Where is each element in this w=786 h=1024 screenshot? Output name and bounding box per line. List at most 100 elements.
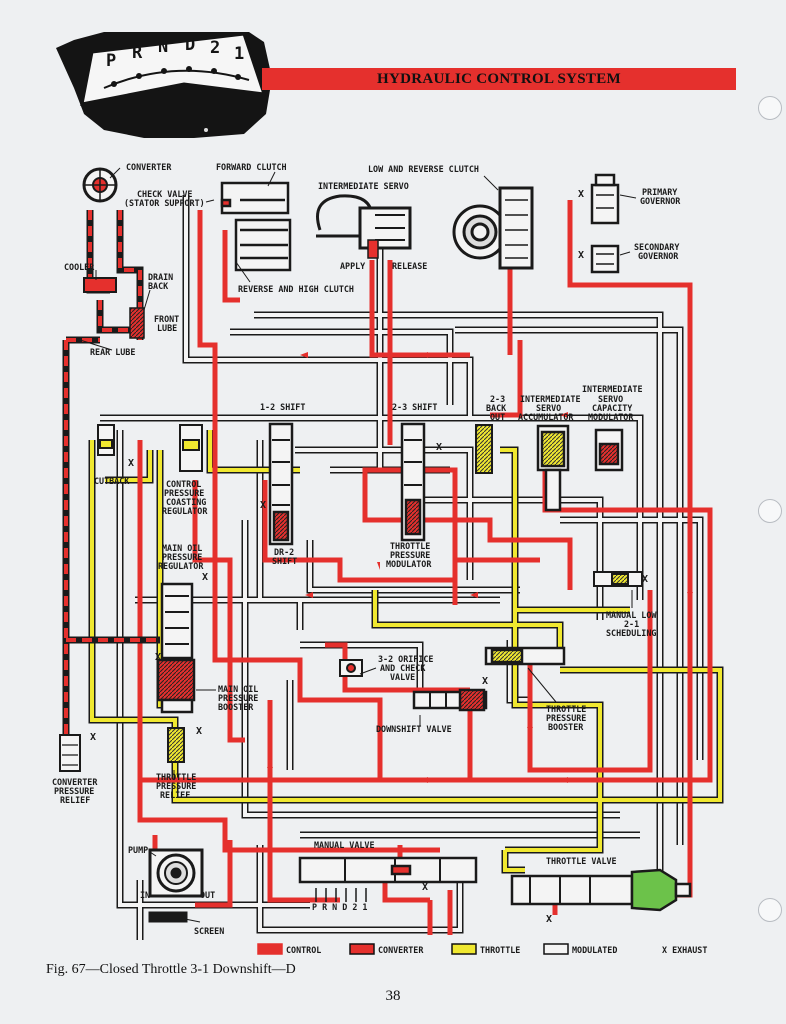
label-int-servo-acc-2: SERVO [536,403,561,413]
legend-exhaust: X EXHAUST [662,945,707,955]
binder-hole-top [758,96,782,120]
forward-clutch-assembly [220,181,292,272]
label-rear-lube: REAR LUBE [90,347,135,357]
figure-caption: Fig. 67—Closed Throttle 3-1 Downshift—D [46,962,296,977]
label-dr2-2: SHIFT [272,556,297,566]
selector-letter-1: 1 [234,44,244,64]
cutback-valve [97,424,115,456]
legend-label: MODULATED [572,945,617,955]
banner-bar [262,68,736,90]
label-mopr-2: PRESSURE [162,552,202,562]
control-pressure-coasting-regulator [179,424,203,472]
label-secondary-governor-2: GOVERNOR [638,251,679,261]
legend-swatch [257,943,283,955]
selector-letter-2: 2 [210,38,220,58]
throttle-valve [510,868,692,912]
gear-selector-emblem: P R N D 2 1 [56,32,272,138]
exhaust-x: X [155,652,161,663]
label-dr2-1: DR-2 [274,547,294,557]
label-cooler: COOLER [64,262,95,272]
label-int-servo-cap-2: SERVO [598,394,623,404]
selector-letter-d: D [185,35,195,55]
label-int-servo-cap-1: INTERMEDIATE [582,384,643,394]
legend-swatch [451,943,477,955]
selector-dial [80,32,267,106]
converter-pressure-relief-valve [59,734,81,772]
label-reverse-high-clutch: REVERSE AND HIGH CLUTCH [238,284,354,294]
label-cpcr-3: COASTING [166,497,206,507]
low-reverse-clutch-assembly [452,186,534,270]
oil-pump [148,848,204,923]
legend-swatch [349,943,375,955]
torque-converter-symbol [82,167,118,203]
legend-label: THROTTLE [480,945,520,955]
label-stator-support: (STATOR SUPPORT) [124,198,205,208]
selector-letter-p: P [106,51,116,71]
backout-valve-2-3 [475,424,493,474]
legend-item-throttle: THROTTLE [451,943,520,955]
label-tpm-2: PRESSURE [390,550,430,560]
exhaust-x: X [642,574,648,585]
label-downshift-valve: DOWNSHIFT VALVE [376,724,452,734]
exhaust-x: X [482,676,488,687]
exhaust-x: X [578,250,584,261]
label-orifice-1: 3-2 ORIFICE [378,654,433,664]
intermediate-servo-capacity-modulator [594,428,624,472]
selector-ticks [111,66,241,87]
exhaust-marks: X X X X X X X X X X X X X [90,189,648,925]
label-tpm-3: MODULATOR [386,559,432,569]
label-tpr-3: RELIEF [160,790,190,800]
main-oil-pressure-regulator [156,582,196,714]
downshift-valve [412,688,488,712]
selector-pin [204,128,208,132]
label-backout-3: OUT [490,412,505,422]
label-backout-2: BACK [486,403,507,413]
label-front-lube-2: LUBE [157,323,177,333]
label-pump: PUMP [128,845,148,855]
manual-low-scheduling-valve [593,571,643,587]
legend-item-converter: CONVERTER [349,943,424,955]
label-cpcr-4: REGULATOR [162,506,208,516]
label-converter: CONVERTER [126,162,172,172]
label-mopb-2: PRESSURE [218,693,258,703]
label-tpb-3: BOOSTER [548,722,584,732]
legend-label: CONTROL [286,945,321,955]
label-orifice-3: VALVE [390,672,415,682]
label-manual-prnd: P R N D 2 1 [312,902,367,912]
label-int-servo-cap-3: CAPACITY [592,403,633,413]
intermediate-servo-accumulator [536,424,570,512]
cooler-symbol [83,277,117,293]
secondary-governor [590,244,620,274]
label-pump-out: OUT [200,890,215,900]
shift-valve-2-3 [400,422,426,542]
front-lube-coil [129,307,145,339]
legend-label: CONVERTER [378,945,424,955]
label-tpb-1: THROTTLE [546,704,586,714]
exhaust-x: X [202,572,208,583]
legend-item-control: CONTROL [257,943,321,955]
label-pump-in: IN [140,890,150,900]
label-cpcr-2: PRESSURE [164,488,204,498]
page-title: HYDRAULIC CONTROL SYSTEM [377,71,621,87]
label-int-servo-cap-4: MODULATOR [588,412,634,422]
label-forward-clutch: FORWARD CLUTCH [216,162,287,172]
label-tpb-2: PRESSURE [546,713,586,723]
primary-governor [590,173,620,225]
label-mopb-1: MAIN OIL [218,684,258,694]
label-intermediate-servo: INTERMEDIATE SERVO [318,181,409,191]
label-tpm-1: THROTTLE [390,541,430,551]
label-cpr-1: CONVERTER [52,777,98,787]
shift-valve-1-2 [268,422,294,546]
binder-hole-bottom [758,898,782,922]
label-manual-low-3: SCHEDULING [606,628,656,638]
label-shift-1-2: 1-2 SHIFT [260,402,305,412]
label-manual-low-2: 2-1 [624,619,639,629]
label-secondary-governor-1: SECONDARY [634,242,680,252]
label-drain-back-1: DRAIN [148,272,173,282]
label-int-servo-acc-1: INTERMEDIATE [520,394,581,404]
label-low-reverse-clutch: LOW AND REVERSE CLUTCH [368,164,479,174]
label-mopr-3: REGULATOR [158,561,204,571]
legend: CONTROL CONVERTER THROTTLE MODULATED X E… [257,943,707,955]
